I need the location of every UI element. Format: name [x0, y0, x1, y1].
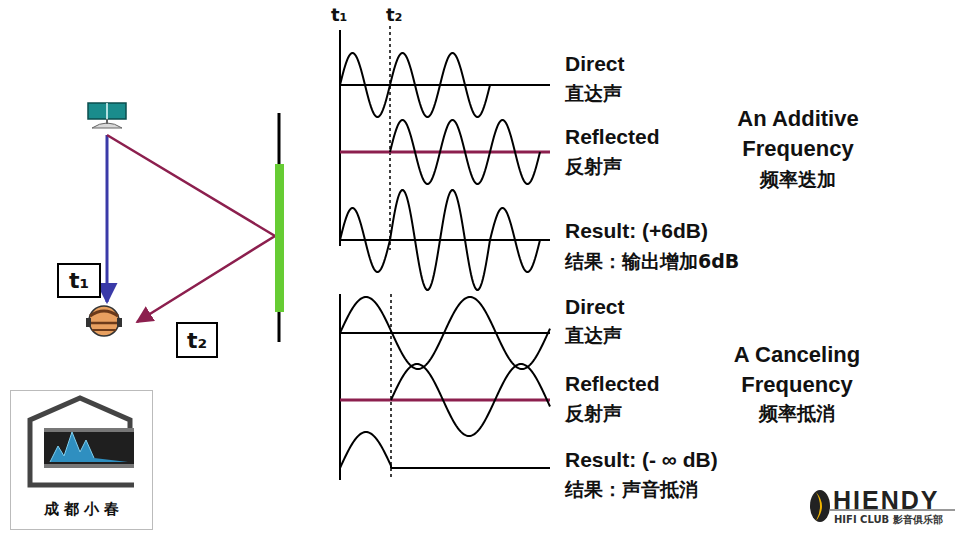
- case-title: 频率迭加: [760, 167, 836, 193]
- time-box: t₂: [176, 322, 218, 358]
- result-label: Result: (- ∞ dB): [565, 448, 718, 472]
- listener-head: [86, 306, 122, 336]
- time-axis: [339, 30, 341, 246]
- signal-name: Direct: [565, 52, 625, 76]
- case-title: 频率抵消: [759, 401, 835, 427]
- direct-arrow: [106, 135, 109, 302]
- delay-marker: [389, 26, 391, 250]
- signal-name: 直达声: [565, 323, 622, 349]
- delay-marker: [390, 294, 392, 480]
- time-mark: t₂: [386, 4, 403, 25]
- reflector-panel: [275, 164, 284, 312]
- waveform: [391, 364, 550, 436]
- waveform: [340, 190, 540, 290]
- result-label: 结果：声音抵消: [565, 477, 698, 503]
- case-title: A Canceling Frequency: [707, 340, 887, 400]
- baseline: [340, 84, 550, 86]
- baseline: [340, 239, 550, 241]
- speaker-icon: [88, 103, 126, 128]
- signal-name: 直达声: [565, 81, 622, 107]
- baseline: [340, 151, 550, 154]
- case-title: An Additive Frequency: [713, 104, 883, 164]
- signal-name: Reflected: [565, 372, 660, 396]
- baseline: [340, 399, 550, 402]
- baseline: [391, 467, 550, 469]
- waveform: [340, 53, 490, 117]
- time-label: t₂: [187, 328, 207, 353]
- logo-art: [30, 398, 134, 485]
- time-mark: t₁: [331, 4, 348, 25]
- waveform: [390, 120, 540, 184]
- signal-name: Direct: [565, 295, 625, 319]
- result-label: 结果：输出增加6dB: [565, 249, 739, 275]
- result-label: Result: (+6dB): [565, 219, 708, 243]
- time-axis: [339, 294, 341, 480]
- time-label: t₁: [69, 268, 89, 293]
- brand-name: HIENDY: [833, 486, 939, 515]
- brand-tagline: HIFI CLUB 影音俱乐部: [834, 513, 943, 527]
- signal-name: Reflected: [565, 125, 660, 149]
- reflected-arrow: [107, 135, 275, 322]
- signal-name: 反射声: [565, 154, 622, 180]
- logo-box: 成 都 小 春: [10, 390, 153, 530]
- waveforms: [340, 53, 550, 468]
- time-box: t₁: [57, 263, 101, 298]
- signal-name: 反射声: [565, 401, 622, 427]
- waveform: [340, 432, 391, 468]
- waveform: [340, 297, 550, 369]
- logo-text: 成 都 小 春: [44, 500, 120, 519]
